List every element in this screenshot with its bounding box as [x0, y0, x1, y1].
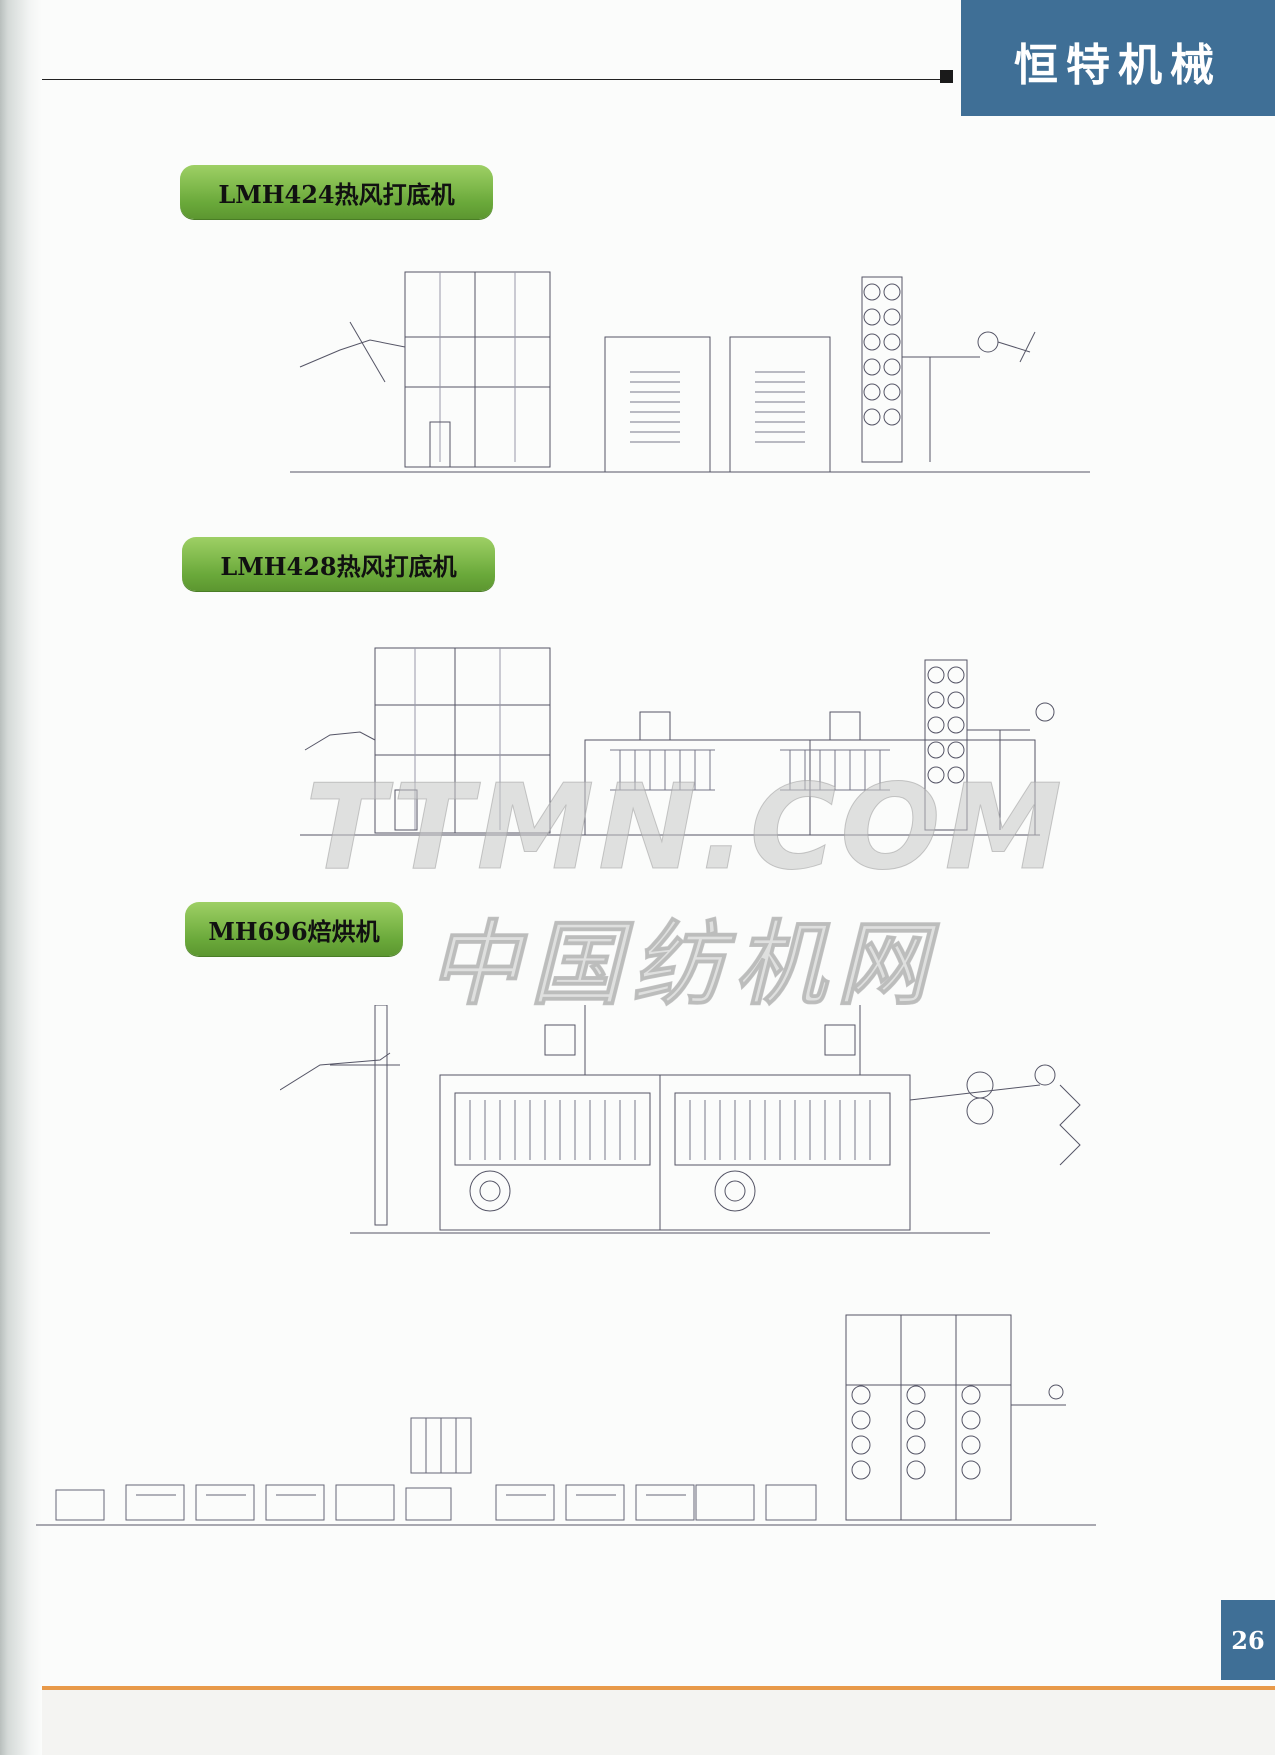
watermark-site-name: 中国纺机网 — [427, 911, 939, 1019]
page-number-tab: 26 — [1221, 1600, 1275, 1680]
section-label-lmh424: LMH424热风打底机 — [180, 165, 493, 219]
page-number: 26 — [1231, 1625, 1265, 1655]
mh696-machine-drawing — [280, 1005, 1100, 1240]
header-rule-marker — [940, 70, 953, 83]
section-label-mh696: MH696焙烘机 — [185, 902, 403, 956]
page-binding-shadow — [0, 0, 42, 1755]
production-line-drawing — [36, 1310, 1106, 1532]
brand-name: 恒特机械 — [1014, 40, 1222, 91]
footer-strip — [42, 1690, 1275, 1755]
footer-accent-band — [42, 1686, 1275, 1690]
lmh424-machine-drawing — [290, 262, 1090, 482]
section-title: LMH428热风打底机 — [220, 551, 457, 581]
section-label-lmh428: LMH428热风打底机 — [182, 537, 495, 591]
lmh428-machine-drawing — [300, 640, 1080, 840]
header-rule — [42, 79, 940, 80]
section-title: MH696焙烘机 — [208, 916, 380, 946]
section-title: LMH424热风打底机 — [218, 179, 455, 209]
brand-header: 恒特机械 — [961, 0, 1275, 116]
